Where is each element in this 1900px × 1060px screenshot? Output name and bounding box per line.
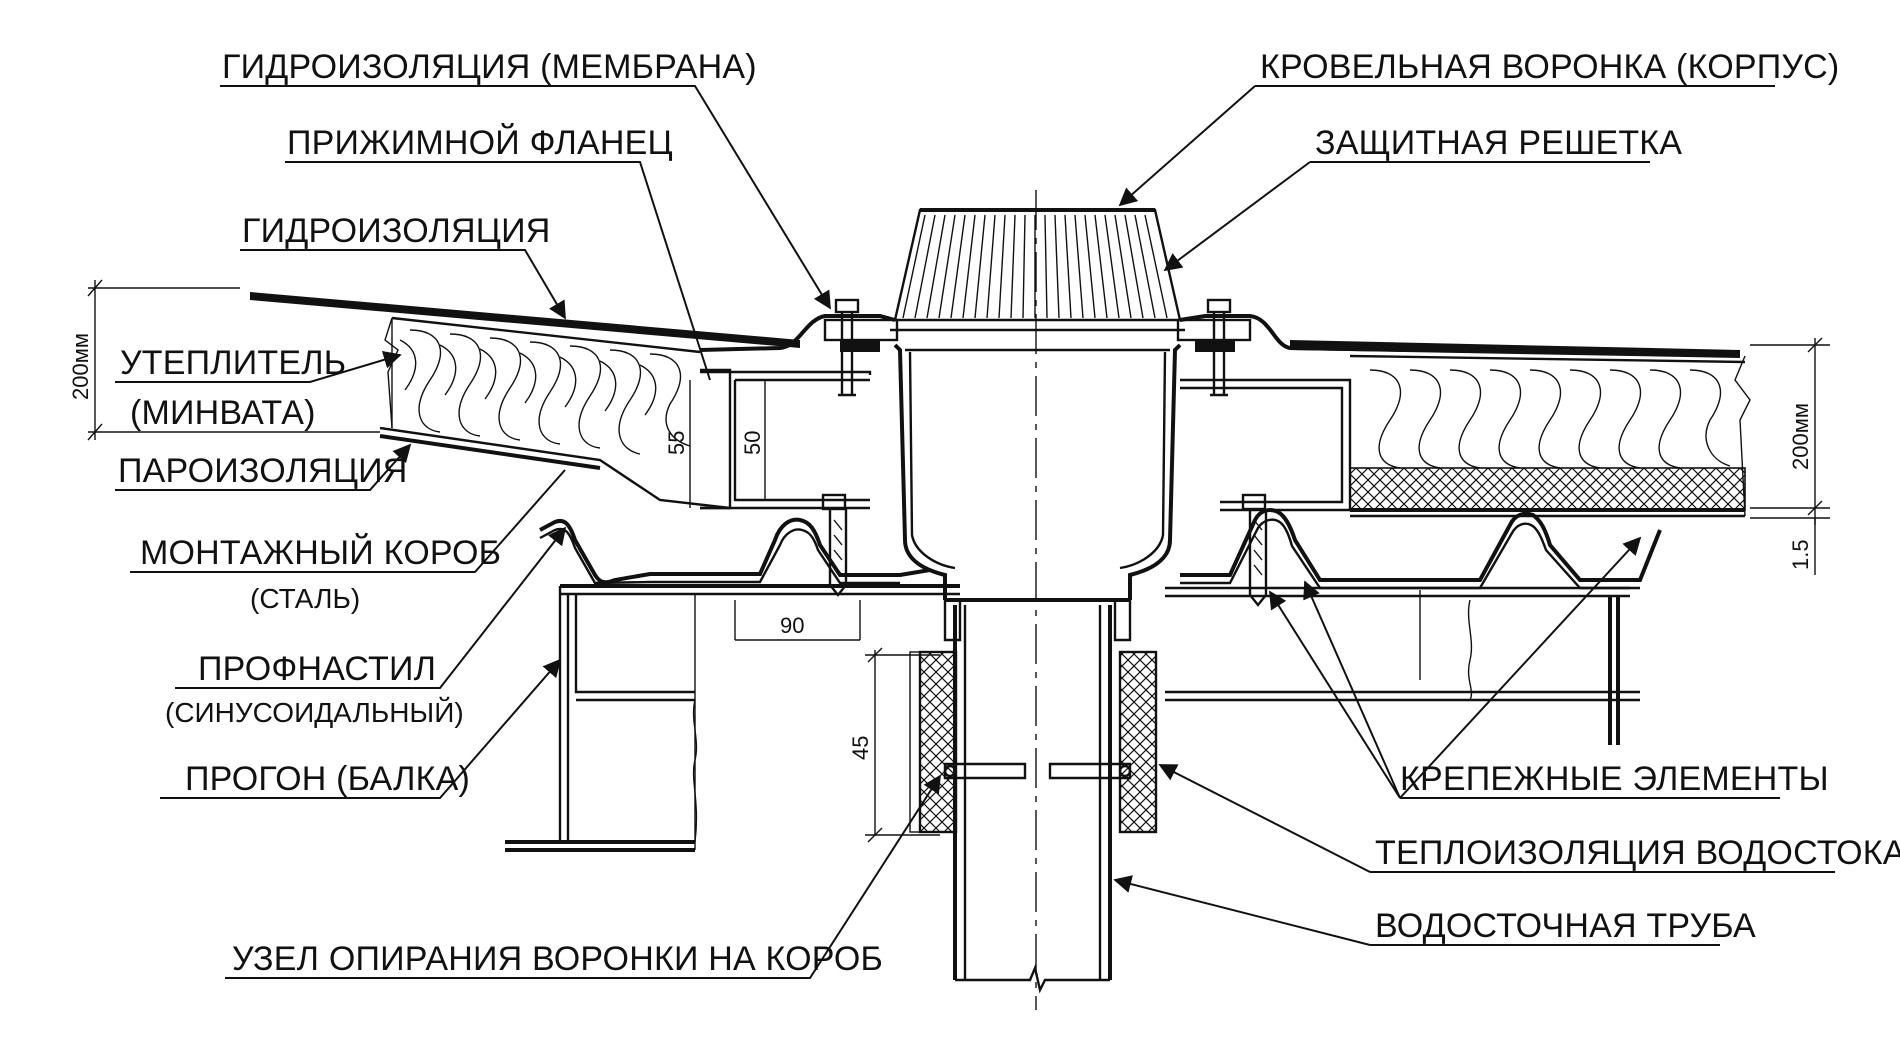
left-height-dimension: 200мм [68,279,380,441]
left-mount-box: 55 50 [664,368,872,510]
label-downpipe: ВОДОСТОЧНАЯ ТРУБА [1375,907,1756,945]
left-profdeck [539,517,931,585]
label-pipe-insulation: ТЕПЛОИЗОЛЯЦИЯ ВОДОСТОКА [1375,834,1900,872]
left-purlin-beam [505,584,960,852]
label-flange: ПРИЖИМНОЙ ФЛАНЕЦ [287,124,673,162]
dim-1-5-text: 1.5 [1788,539,1813,570]
right-roof-assembly [1290,340,1751,518]
right-waterproofing-membrane [1290,340,1740,358]
support-clamp [943,762,1132,780]
left-waterproofing-membrane [250,292,800,348]
funnel-body [893,343,1182,600]
label-vapor-barrier: ПАРОИЗОЛЯЦИЯ [118,452,408,490]
label-waterproofing: ГИДРОИЗОЛЯЦИЯ [242,212,551,250]
dim-90-text: 90 [780,613,804,638]
pipe-insulation [909,650,1158,834]
left-bolt [821,493,848,597]
dim-45-text: 45 [848,736,873,760]
label-grate: ЗАЩИТНАЯ РЕШЕТКА [1315,124,1682,162]
label-profdeck-1: ПРОФНАСТИЛ [198,650,436,688]
label-mount-box-1: МОНТАЖНЫЙ КОРОБ [140,534,501,572]
label-purlin: ПРОГОН (БАЛКА) [185,760,470,798]
leader-lines [115,85,1835,979]
right-mount-box [1180,378,1352,512]
left-height-text: 200мм [68,333,93,400]
label-funnel-body: КРОВЕЛЬНАЯ ВОРОНКА (КОРПУС) [1260,48,1839,86]
dim-90: 90 [735,613,860,641]
label-fasteners: КРЕПЕЖНЫЕ ЭЛЕМЕНТЫ [1400,760,1829,798]
right-height-dimension: 200мм 1.5 [1750,337,1830,575]
label-membrane: ГИДРОИЗОЛЯЦИЯ (МЕМБРАНА) [222,48,757,86]
label-insulation-2: (МИНВАТА) [130,394,316,432]
right-height-text: 200мм [1788,403,1813,470]
dim-50-text: 50 [740,431,765,455]
left-insulation-minwool [391,318,691,455]
label-mount-box-2: (СТАЛЬ) [250,583,360,614]
label-insulation-1: УТЕПЛИТЕЛЬ [120,344,346,382]
labels: ГИДРОИЗОЛЯЦИЯ (МЕМБРАНА) ПРИЖИМНОЙ ФЛАНЕ… [118,48,1900,978]
dim-45: 45 [848,647,940,843]
right-purlin-beam [1165,586,1640,745]
label-profdeck-2: (СИНУСОИДАЛЬНЫЙ) [165,697,464,728]
dim-55-text: 55 [664,431,689,455]
top-left-bolt [834,298,860,397]
downpipe [953,605,1112,994]
left-roof-assembly [250,292,800,510]
label-support-node: УЗЕЛ ОПИРАНИЯ ВОРОНКИ НА КОРОБ [232,940,883,978]
roof-funnel [699,190,1411,1010]
